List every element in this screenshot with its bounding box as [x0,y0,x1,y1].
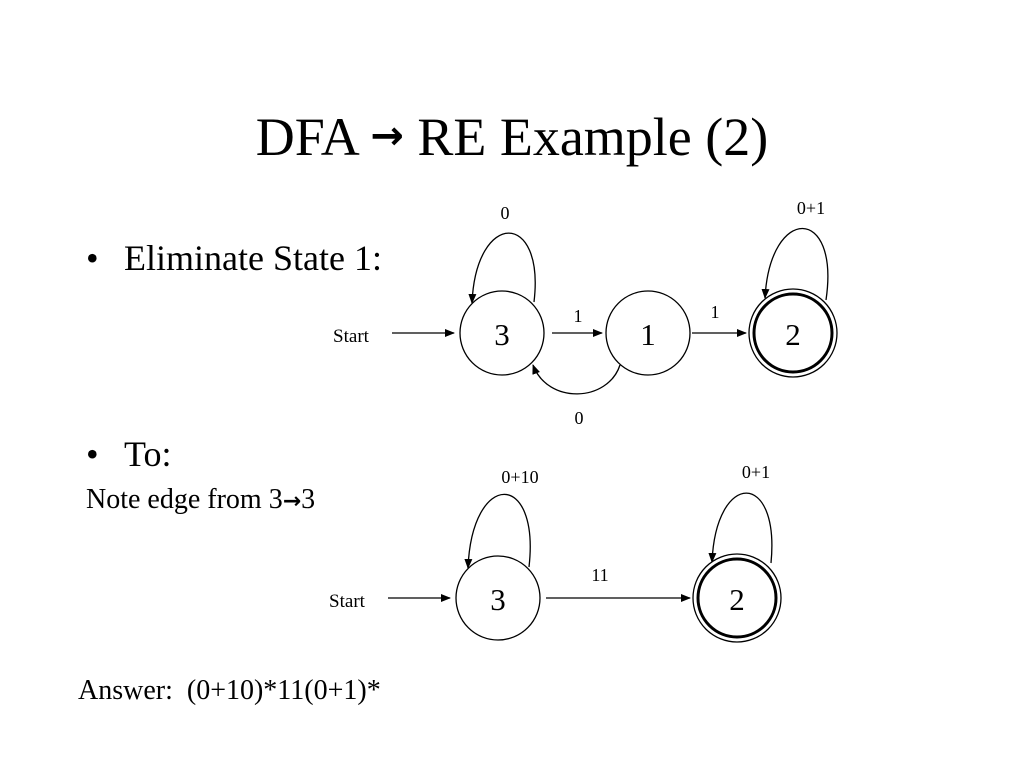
d1-edge-1-3-label: 0 [575,408,584,428]
d2-edge-3-3 [464,493,531,569]
d1-state-2-outer [748,288,838,378]
note-edge: Note edge from 3→3 [86,483,315,519]
d1-state-3-label: 3 [494,317,510,352]
d1-edge-3-3 [468,232,536,304]
d1-state-2-label: 2 [785,317,801,352]
d2-edge-3-3-label: 0+10 [501,467,538,487]
d2-edge-2-2-label: 0+1 [742,462,770,482]
d1-state-3 [459,290,545,376]
d1-edge-3-3-label: 0 [501,203,510,223]
d1-edge-2-2 [761,228,829,301]
d1-edge-3-1-label: 1 [574,306,583,326]
title-arrow-icon: → [370,113,404,159]
d1-start-label: Start [333,326,370,347]
note-prefix: Note edge from 3 [86,484,283,515]
title-right: RE Example (2) [417,107,769,167]
title-left: DFA [255,107,357,167]
d1-edge-2-2-label: 0+1 [797,198,825,218]
slide-title: DFA → RE Example (2) [0,96,1024,177]
diagram-result: Start 3 2 0+10 11 0+1 [329,462,782,643]
d1-edge-1-2-label: 1 [711,302,720,322]
bullet-dot-icon: • [86,238,99,278]
note-arrow-icon: → [282,489,302,514]
answer-text: Answer: (0+10)*11(0+1)* [78,675,381,706]
d1-state-2-inner [752,292,834,374]
d1-state-1-label: 1 [640,317,656,352]
d2-edge-2-2 [708,492,773,564]
d2-state-2-label: 2 [729,582,745,617]
d2-start-label: Start [329,591,366,612]
bullet-eliminate: • Eliminate State 1: [86,236,382,280]
d1-state-1 [605,290,691,376]
d2-edge-3-2-label: 11 [591,565,608,585]
d1-edge-1-3 [532,364,621,395]
bullet-dot-icon: • [86,434,99,474]
bullet-eliminate-text: Eliminate State 1: [124,238,382,278]
diagram-eliminate: Start 3 1 2 0 1 1 0 0+1 [333,198,838,428]
d2-state-3-label: 3 [490,582,506,617]
d2-state-2-inner [696,557,778,639]
bullet-to: • To: [86,432,171,476]
d2-state-3 [455,555,541,641]
note-suffix: 3 [301,484,316,515]
bullet-to-text: To: [124,434,172,474]
d2-state-2-outer [692,553,782,643]
